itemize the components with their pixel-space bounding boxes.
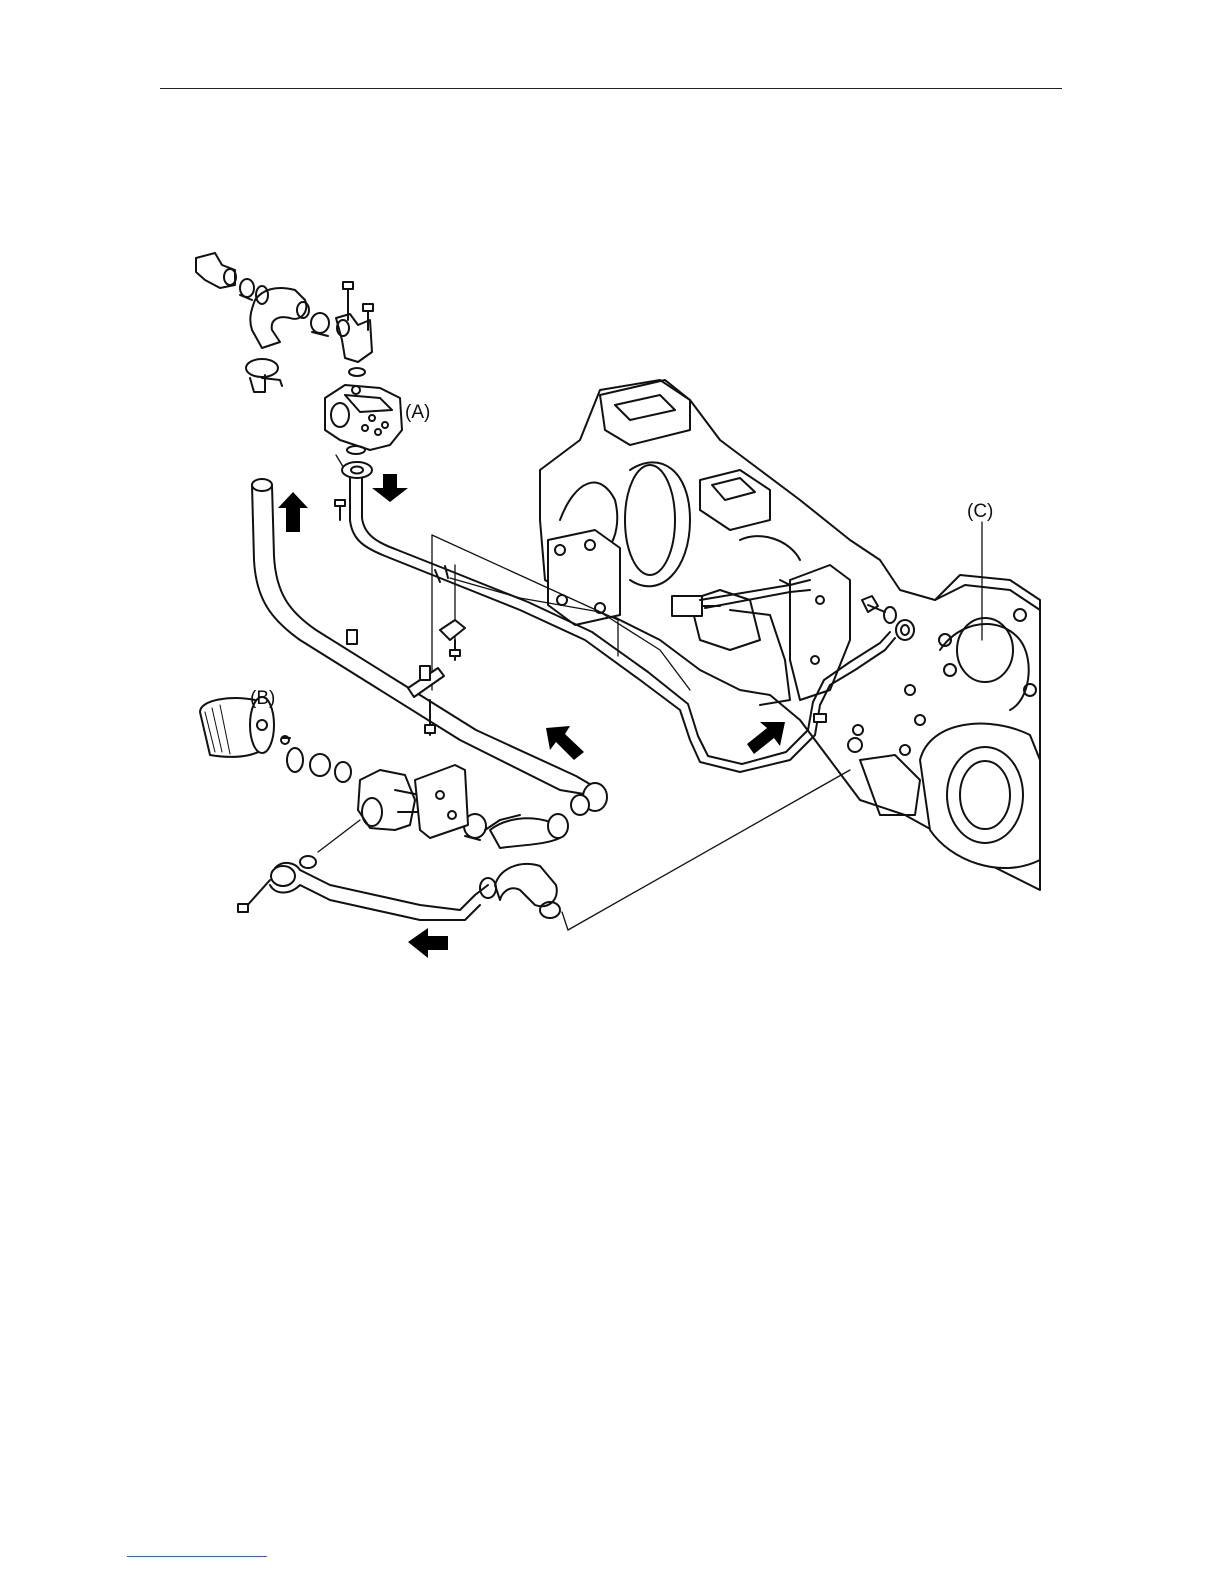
flow-arrow-upleft-icon xyxy=(546,726,584,760)
flow-arrow-up-icon xyxy=(278,492,308,532)
footer-link-underline[interactable] xyxy=(127,1556,267,1557)
callout-label-b: (B) xyxy=(250,689,275,708)
callout-label-a: (A) xyxy=(405,403,430,422)
oil-filter-assembly-b xyxy=(200,697,850,930)
pump-assembly-a xyxy=(196,253,402,520)
hydraulic-oil-cooler-diagram xyxy=(0,0,1224,1000)
transmission-housing xyxy=(540,380,1040,890)
callout-label-c: (C) xyxy=(967,502,993,521)
flow-arrow-down-icon xyxy=(372,474,408,502)
flow-arrow-upright-icon xyxy=(747,722,785,754)
flow-arrow-left-icon xyxy=(408,928,448,958)
